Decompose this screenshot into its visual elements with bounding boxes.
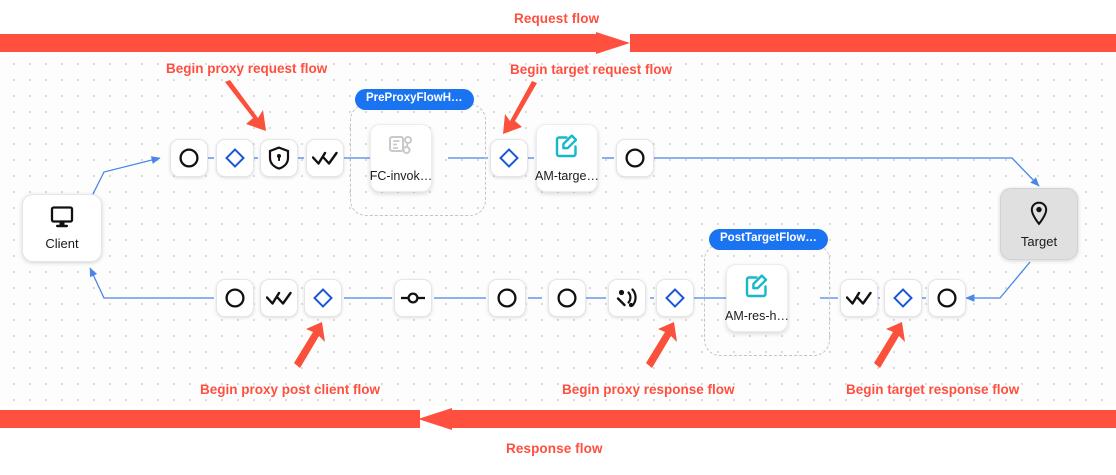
script-node-icon — [388, 133, 414, 164]
diamond-icon — [893, 288, 913, 308]
double-check-icon — [312, 149, 338, 167]
node-rs-3[interactable] — [304, 279, 342, 317]
node-rs-9[interactable] — [840, 279, 878, 317]
policy-card-fc-invoke[interactable]: FC-invok… — [369, 124, 441, 201]
group-chip-pre-proxy-flow-hook[interactable]: PreProxyFlowH… — [355, 89, 474, 110]
policy-card-label: AM-targe… — [535, 169, 599, 184]
location-pin-icon — [1029, 201, 1049, 231]
diamond-icon — [225, 148, 245, 168]
node-rs-7[interactable] — [608, 279, 646, 317]
callout-begin-proxy-request-flow: Begin proxy request flow — [166, 61, 328, 76]
node-rq-6[interactable] — [616, 139, 654, 177]
node-rs-2[interactable] — [260, 279, 298, 317]
callout-begin-target-response-flow: Begin target response flow — [846, 382, 1020, 397]
circle-icon — [224, 287, 246, 309]
signal-icon — [615, 286, 639, 310]
circle-icon — [624, 147, 646, 169]
diamond-icon — [313, 288, 333, 308]
flow-hook-icon — [400, 290, 426, 306]
callout-arrow-begin-target-request-flow — [503, 81, 537, 134]
node-rq-4[interactable] — [306, 139, 344, 177]
node-rq-3[interactable] — [260, 139, 298, 177]
double-check-icon — [846, 289, 872, 307]
target-endpoint[interactable]: Target — [1000, 188, 1078, 260]
callout-begin-proxy-post-client-flow: Begin proxy post client flow — [200, 382, 381, 397]
assign-message-icon — [554, 133, 580, 164]
policy-card-am-target[interactable]: AM-targe… — [535, 124, 599, 192]
client-endpoint[interactable]: Client — [22, 194, 102, 262]
client-label: Client — [45, 236, 79, 251]
node-rq-2[interactable] — [216, 139, 254, 177]
diagram-canvas[interactable] — [0, 50, 1116, 406]
circle-icon — [496, 287, 518, 309]
callout-arrow-begin-target-response-flow — [874, 322, 905, 368]
node-rs-8[interactable] — [656, 279, 694, 317]
request-flow-label: Request flow — [514, 11, 600, 26]
diamond-icon — [665, 288, 685, 308]
node-rs-10[interactable] — [884, 279, 922, 317]
circle-icon — [556, 287, 578, 309]
assign-message-icon — [744, 273, 770, 304]
double-check-icon — [266, 289, 292, 307]
callout-arrow-begin-proxy-post-client-flow — [294, 322, 325, 368]
response-flow-banner — [0, 408, 1116, 430]
node-rq-1[interactable] — [170, 139, 208, 177]
policy-card-label: AM-res-h… — [725, 309, 789, 324]
node-rs-11[interactable] — [928, 279, 966, 317]
callout-arrow-begin-proxy-response-flow — [646, 322, 677, 368]
group-chip-post-target-flow-hook[interactable]: PostTargetFlow… — [709, 229, 828, 250]
target-label: Target — [1020, 233, 1058, 249]
node-rs-1[interactable] — [216, 279, 254, 317]
shield-lock-icon — [268, 146, 290, 170]
node-rq-5[interactable] — [490, 139, 528, 177]
policy-card-label: FC-invok… — [369, 169, 433, 184]
circle-icon — [178, 147, 200, 169]
node-rs-5[interactable] — [488, 279, 526, 317]
callout-arrow-begin-proxy-request-flow — [225, 80, 266, 131]
callout-begin-target-request-flow: Begin target request flow — [510, 62, 673, 77]
circle-icon — [936, 287, 958, 309]
node-rs-4[interactable] — [394, 279, 432, 317]
policy-card-am-res-header[interactable]: AM-res-h… — [725, 264, 797, 341]
diamond-icon — [499, 148, 519, 168]
request-flow-banner — [0, 32, 1116, 54]
node-rs-6[interactable] — [548, 279, 586, 317]
callout-begin-proxy-response-flow: Begin proxy response flow — [562, 382, 735, 397]
monitor-icon — [49, 206, 75, 233]
response-flow-label: Response flow — [506, 441, 603, 456]
